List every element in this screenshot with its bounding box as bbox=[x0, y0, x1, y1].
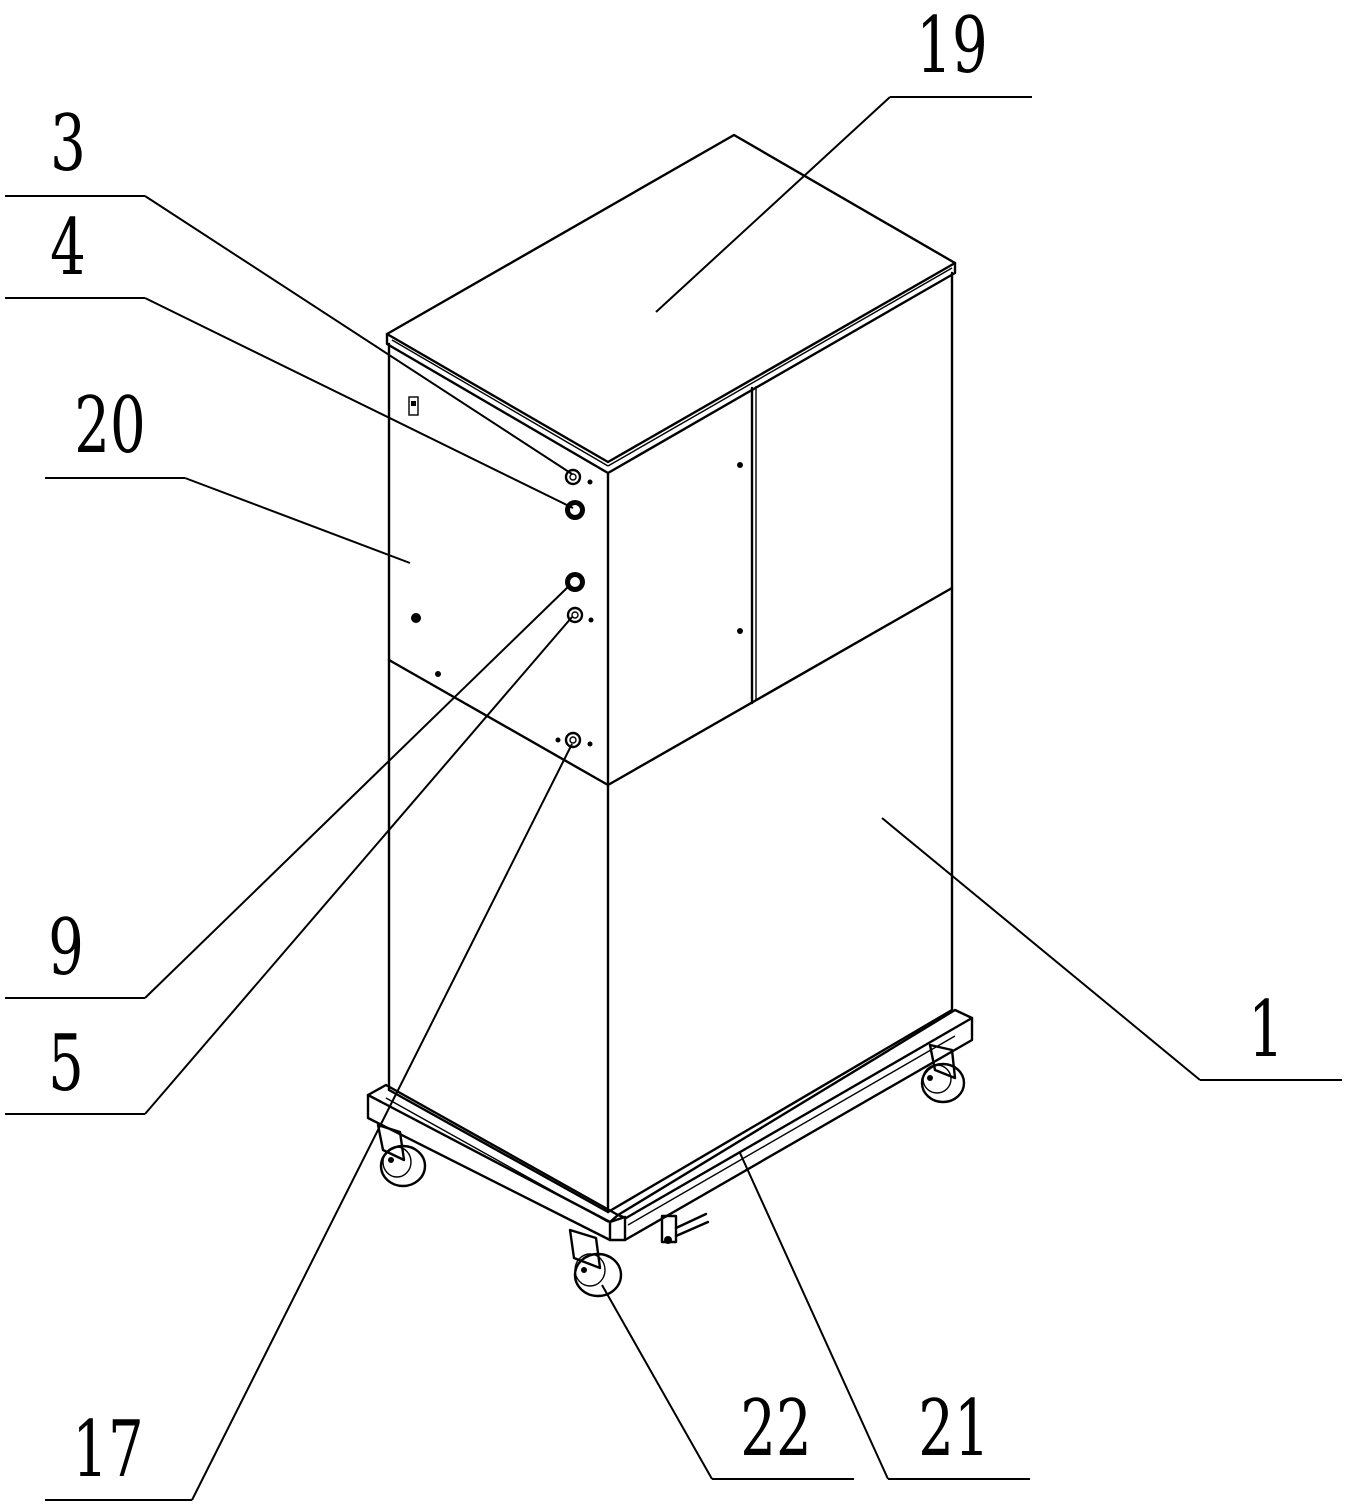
label-22: 22 bbox=[740, 1384, 811, 1475]
label-4: 4 bbox=[50, 203, 86, 294]
leader-lines bbox=[5, 96, 1342, 1501]
label-17: 17 bbox=[72, 1405, 143, 1496]
top-lid bbox=[385, 133, 957, 475]
base-frame bbox=[366, 1008, 974, 1242]
label-19: 19 bbox=[916, 1, 987, 92]
label-20: 20 bbox=[74, 381, 145, 472]
cabinet-body bbox=[387, 271, 954, 1214]
front-panel-components bbox=[408, 396, 594, 749]
label-3: 3 bbox=[50, 99, 86, 190]
label-9: 9 bbox=[48, 903, 84, 994]
reference-numerals: 3 4 19 20 9 5 1 17 22 21 bbox=[48, 1, 1284, 1496]
caster-wheels bbox=[376, 1043, 966, 1298]
label-21: 21 bbox=[918, 1384, 989, 1475]
label-5: 5 bbox=[48, 1019, 84, 1110]
label-1: 1 bbox=[1248, 985, 1284, 1076]
